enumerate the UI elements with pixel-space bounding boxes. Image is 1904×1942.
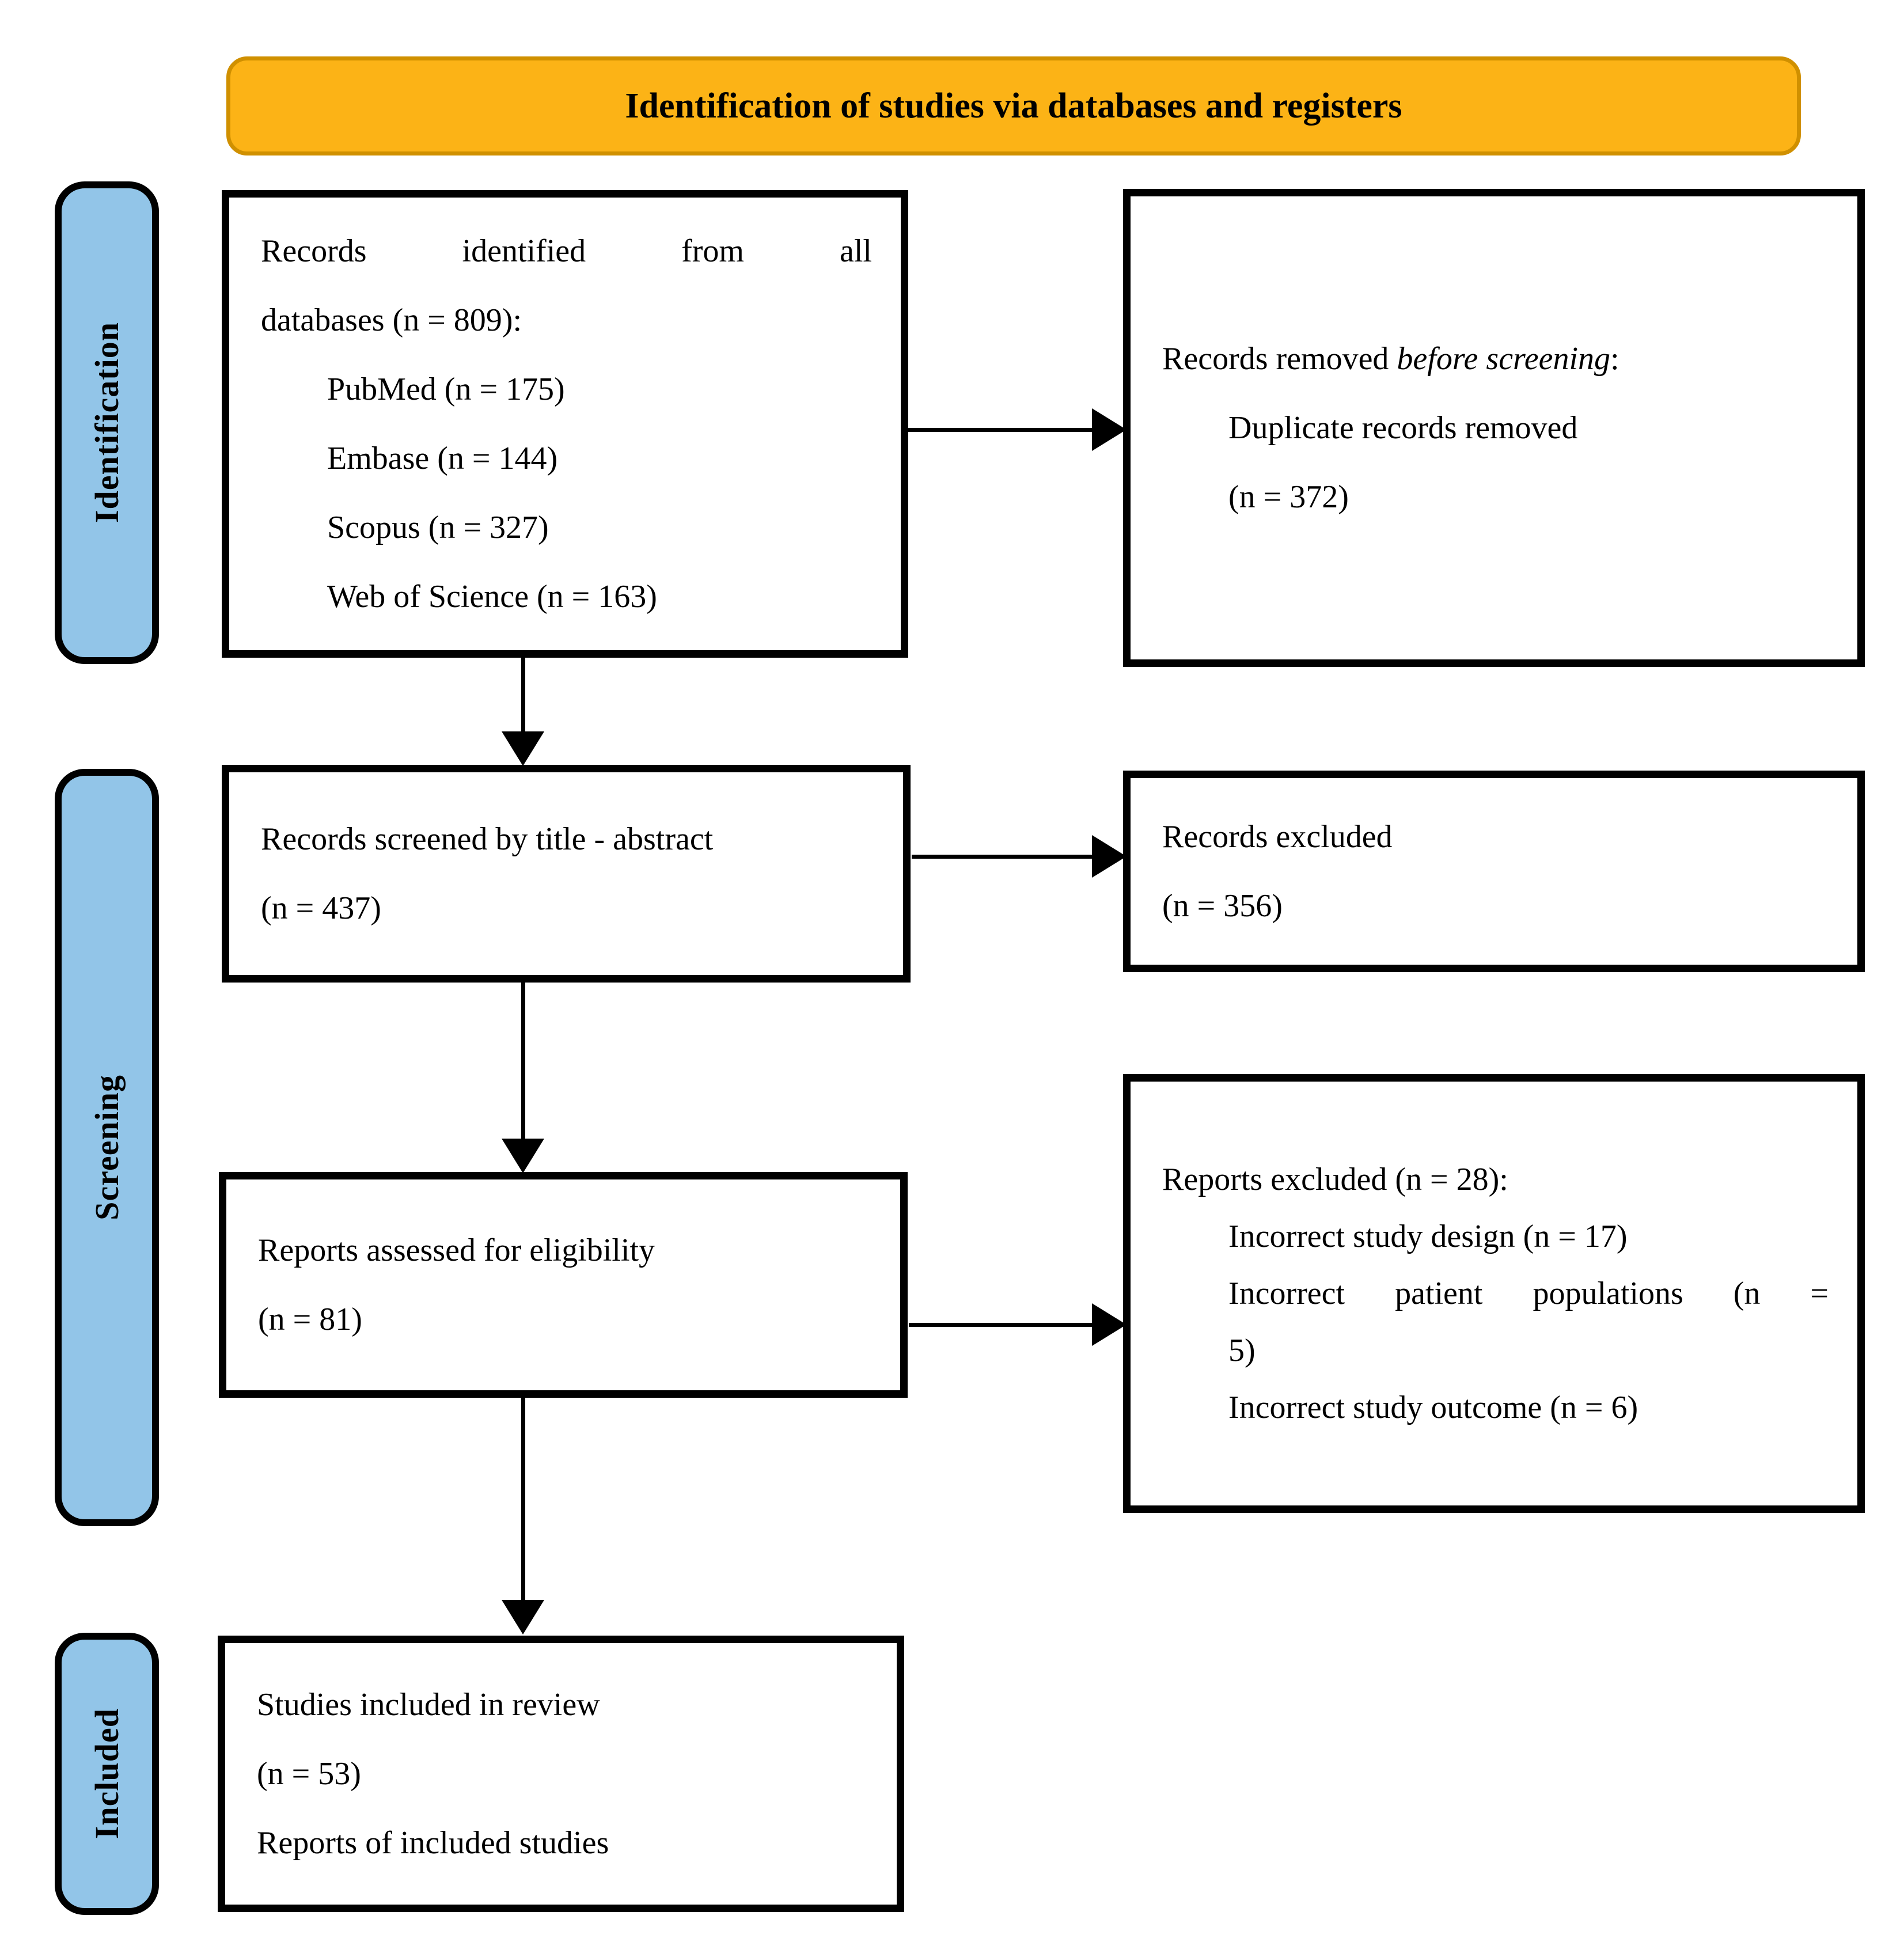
reports-excluded-intro: Reports excluded (n = 28): bbox=[1162, 1161, 1508, 1197]
records-identified-item-pubmed: PubMed (n = 175) bbox=[327, 371, 565, 407]
records-identified-item-embase: Embase (n = 144) bbox=[327, 441, 558, 476]
reports-assessed-line2: (n = 81) bbox=[258, 1302, 362, 1337]
box-reports-assessed: Reports assessed for eligibility (n = 81… bbox=[219, 1172, 908, 1398]
records-identified-intro-line2: databases (n = 809): bbox=[261, 302, 522, 338]
stage-identification-label: Identification bbox=[88, 322, 126, 524]
records-removed-intro-prefix: Records removed bbox=[1162, 341, 1397, 377]
arrow-right-2-head-icon bbox=[1092, 835, 1127, 878]
records-excluded-line2: (n = 356) bbox=[1162, 888, 1283, 924]
arrow-down-1-head-icon bbox=[502, 731, 544, 766]
arrow-right-3-line bbox=[909, 1323, 1094, 1327]
stage-included: Included bbox=[55, 1633, 159, 1915]
arrow-right-1-line bbox=[908, 428, 1094, 432]
box-records-identified: Records identified from all databases (n… bbox=[222, 190, 908, 658]
stage-screening-label: Screening bbox=[88, 1075, 126, 1220]
box-studies-included: Studies included in review (n = 53) Repo… bbox=[218, 1636, 904, 1912]
reports-excluded-item2-line1: Incorrect patient populations (n = bbox=[1228, 1275, 1829, 1311]
arrow-right-2-line bbox=[912, 855, 1094, 859]
records-removed-item-line2: (n = 372) bbox=[1228, 479, 1349, 515]
stage-included-label: Included bbox=[88, 1708, 126, 1839]
stage-screening: Screening bbox=[55, 769, 159, 1526]
box-records-excluded: Records excluded (n = 356) bbox=[1123, 771, 1865, 972]
arrow-down-2-line bbox=[521, 981, 525, 1142]
records-removed-intro: Records removed before screening: bbox=[1162, 324, 1829, 393]
studies-included-line1: Studies included in review bbox=[257, 1687, 600, 1723]
records-identified-item-scopus: Scopus (n = 327) bbox=[327, 510, 549, 545]
arrow-right-1-head-icon bbox=[1092, 408, 1127, 451]
reports-excluded-item1: Incorrect study design (n = 17) bbox=[1228, 1218, 1628, 1254]
studies-included-line2: (n = 53) bbox=[257, 1756, 361, 1792]
box-records-removed: Records removed before screening: Duplic… bbox=[1123, 189, 1865, 667]
records-removed-intro-suffix: : bbox=[1610, 341, 1619, 377]
banner-title: Identification of studies via databases … bbox=[625, 86, 1402, 126]
box-reports-excluded: Reports excluded (n = 28): Incorrect stu… bbox=[1123, 1074, 1865, 1513]
arrow-down-3-line bbox=[521, 1396, 525, 1602]
records-screened-line1: Records screened by title - abstract bbox=[261, 821, 714, 857]
studies-included-line3: Reports of included studies bbox=[257, 1825, 609, 1861]
reports-assessed-line1: Reports assessed for eligibility bbox=[258, 1232, 655, 1268]
reports-excluded-item3: Incorrect study outcome (n = 6) bbox=[1228, 1389, 1638, 1425]
records-removed-item-line1: Duplicate records removed bbox=[1228, 410, 1578, 446]
arrow-right-3-head-icon bbox=[1092, 1303, 1127, 1346]
records-screened-line2: (n = 437) bbox=[261, 890, 381, 926]
arrow-down-2-head-icon bbox=[502, 1139, 544, 1173]
records-excluded-line1: Records excluded bbox=[1162, 819, 1393, 855]
stage-identification: Identification bbox=[55, 181, 159, 664]
banner: Identification of studies via databases … bbox=[226, 56, 1801, 155]
records-identified-intro-line1: Records identified from all bbox=[261, 233, 872, 269]
arrow-down-3-head-icon bbox=[502, 1600, 544, 1634]
reports-excluded-item2-line2: 5) bbox=[1228, 1332, 1256, 1368]
box-records-screened: Records screened by title - abstract (n … bbox=[222, 765, 911, 983]
arrow-down-1-line bbox=[521, 657, 525, 734]
records-identified-item-wos: Web of Science (n = 163) bbox=[327, 579, 657, 615]
records-removed-intro-emphasis: before screening bbox=[1397, 341, 1611, 377]
